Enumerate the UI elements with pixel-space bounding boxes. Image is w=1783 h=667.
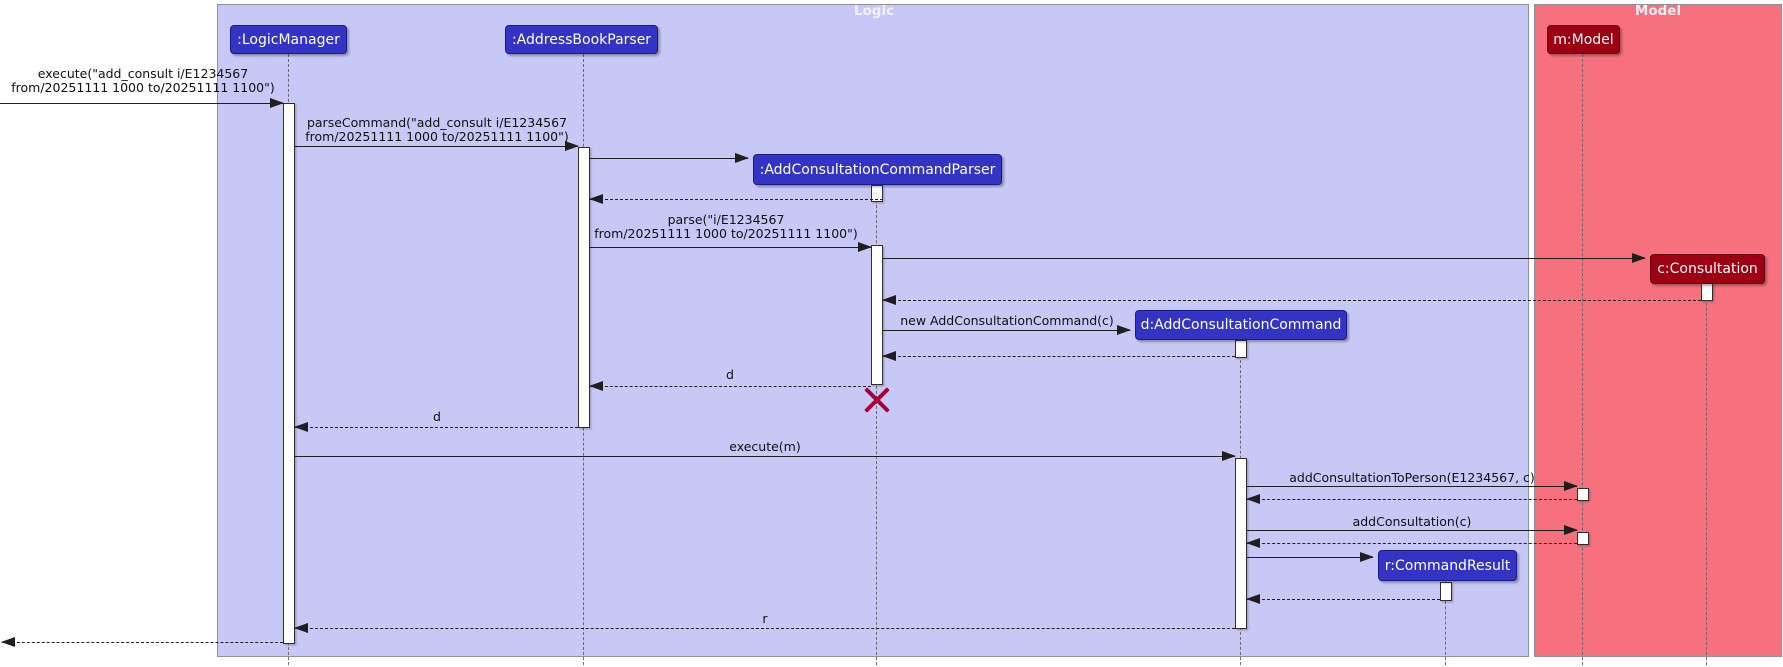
- participant-add-consultation-command-parser: :AddConsultationCommandParser: [753, 154, 1002, 185]
- arrow-add-consultation-to-person: [1247, 480, 1578, 491]
- participant-command-result: r:CommandResult: [1378, 550, 1517, 581]
- participant-add-consultation-command-parser-label: :AddConsultationCommandParser: [759, 161, 996, 178]
- lifeline-model: [1582, 54, 1583, 665]
- arrow-parse: [590, 241, 872, 252]
- participant-model-label: m:Model: [1553, 31, 1614, 48]
- arrow-execute: [0, 97, 284, 108]
- lifeline-consultation: [1706, 283, 1707, 665]
- arrow-final-return: [1, 636, 283, 647]
- message-new-add-consultation-command: new AddConsultationCommand(c): [900, 313, 1114, 328]
- arrow-add-consultation: [1247, 524, 1578, 535]
- activation-model-1: [1577, 488, 1589, 501]
- participant-address-book-parser: :AddressBookParser: [505, 25, 658, 54]
- arrow-parse-command: [295, 140, 579, 151]
- activation-command-result: [1440, 582, 1452, 601]
- activation-model-2: [1577, 532, 1589, 545]
- lifeline-command-result: [1445, 581, 1446, 665]
- destroy-x-icon: [863, 386, 891, 414]
- arrow-return-create-parser: [589, 193, 883, 204]
- message-return-d-to-abp: d: [726, 367, 734, 382]
- arrow-return-consultation: [882, 294, 1701, 305]
- activation-parser-parse: [871, 245, 883, 385]
- participant-logic-manager-label: :LogicManager: [237, 31, 340, 48]
- message-execute: execute("add_consult i/E1234567 from/202…: [11, 66, 275, 95]
- message-execute-m: execute(m): [729, 439, 801, 454]
- participant-address-book-parser-label: :AddressBookParser: [511, 31, 652, 48]
- arrow-execute-m: [295, 450, 1236, 461]
- arrow-return-model-1: [1246, 493, 1577, 504]
- arrow-return-model-2: [1246, 537, 1577, 548]
- participant-add-consultation-command-label: d:AddConsultationCommand: [1140, 317, 1342, 333]
- message-add-consultation-to-person: addConsultationToPerson(E1234567, c): [1289, 470, 1535, 485]
- arrow-return-command-result: [1246, 593, 1440, 604]
- model-frame: [1534, 4, 1782, 657]
- lifeline-add-consultation-command-parser: [876, 185, 877, 665]
- arrow-return-r: [294, 622, 1235, 633]
- activation-consultation: [1701, 283, 1713, 301]
- message-add-consultation: addConsultation(c): [1352, 514, 1472, 529]
- participant-command-result-label: r:CommandResult: [1384, 557, 1511, 574]
- arrow-new-command: [883, 324, 1131, 335]
- arrow-create-command-result: [1247, 551, 1374, 562]
- activation-logic-manager: [283, 103, 295, 644]
- activation-command-create: [1235, 340, 1247, 358]
- participant-consultation-label: c:Consultation: [1657, 261, 1758, 277]
- arrow-return-d-to-abp: [589, 380, 871, 391]
- message-parse: parse("i/E1234567 from/20251111 1000 to/…: [594, 212, 858, 241]
- participant-consultation: c:Consultation: [1650, 254, 1765, 284]
- arrow-return-new-command: [882, 350, 1235, 361]
- participant-add-consultation-command: d:AddConsultationCommand: [1135, 310, 1347, 340]
- arrow-create-consultation: [883, 252, 1646, 263]
- arrow-create-parser: [590, 152, 749, 163]
- message-return-r: r: [762, 611, 768, 626]
- model-frame-title: Model: [1634, 3, 1682, 19]
- participant-model: m:Model: [1547, 25, 1620, 54]
- participant-logic-manager: :LogicManager: [230, 25, 347, 54]
- message-parse-command: parseCommand("add_consult i/E1234567 fro…: [305, 115, 569, 144]
- message-return-d-to-lm: d: [433, 409, 441, 424]
- logic-frame-title: Logic: [853, 3, 895, 19]
- activation-address-book-parser: [578, 147, 590, 428]
- arrow-return-d-to-lm: [294, 421, 578, 432]
- activation-parser-create: [871, 185, 883, 202]
